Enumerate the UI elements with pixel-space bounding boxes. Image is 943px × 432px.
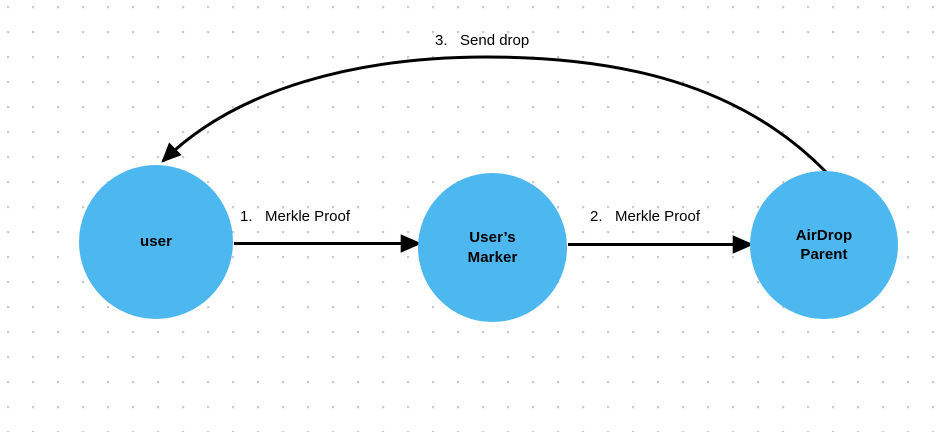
edge-label-merkle-proof-1: 1. Merkle Proof bbox=[240, 208, 351, 225]
node-user-label: user bbox=[139, 233, 173, 251]
node-users-marker[interactable]: User’s Marker bbox=[418, 173, 567, 322]
node-user[interactable]: user bbox=[79, 165, 233, 319]
edge-label-merkle-proof-2: 2. Merkle Proof bbox=[590, 208, 701, 225]
edge-label-send-drop: 3. Send drop bbox=[435, 32, 530, 49]
edge-airdrop-to-user bbox=[161, 55, 828, 174]
node-users-marker-label: User’s Marker bbox=[467, 229, 518, 266]
node-airdrop-parent-label: AirDrop Parent bbox=[795, 226, 853, 263]
node-airdrop-parent[interactable]: AirDrop Parent bbox=[750, 171, 898, 319]
